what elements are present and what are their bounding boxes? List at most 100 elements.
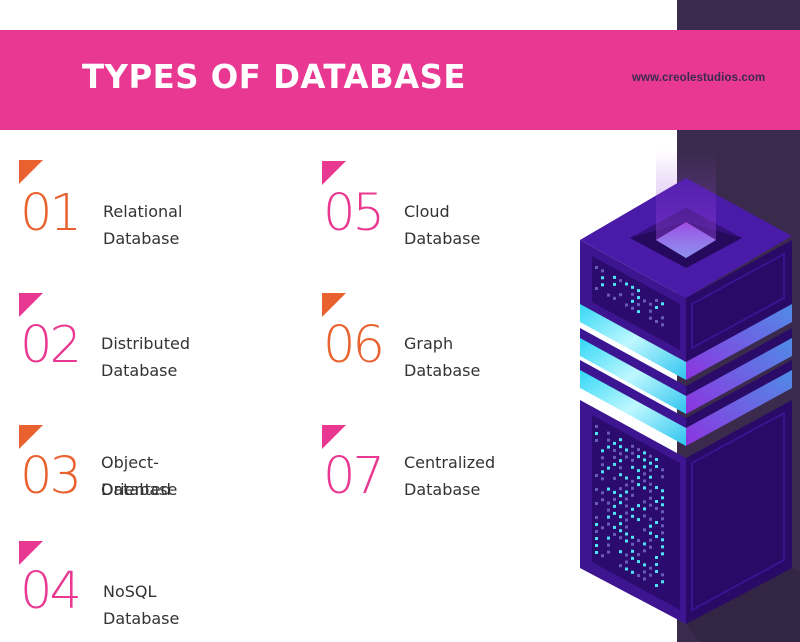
led-dot — [637, 303, 640, 307]
led-dot — [595, 537, 598, 540]
led-dot — [619, 529, 622, 533]
led-dot — [613, 462, 616, 466]
led-dot — [649, 503, 652, 507]
led-dot — [613, 476, 616, 480]
led-dot — [643, 542, 646, 546]
led-dot — [613, 275, 616, 279]
led-dot — [625, 303, 628, 307]
led-dot — [655, 486, 658, 489]
led-dot — [595, 530, 598, 533]
led-dot — [631, 542, 634, 546]
led-dot — [643, 472, 646, 476]
led-dot — [655, 320, 658, 323]
led-dot — [655, 465, 658, 468]
led-dot — [649, 573, 652, 577]
led-dot — [643, 486, 646, 490]
led-dot — [637, 518, 640, 522]
led-dot — [601, 276, 604, 280]
led-dot — [655, 570, 658, 573]
led-dot — [607, 515, 610, 519]
led-dot — [625, 511, 628, 515]
led-dot — [655, 535, 658, 538]
led-dot — [613, 504, 616, 508]
led-dot — [643, 549, 646, 553]
led-dot — [643, 465, 646, 469]
led-dot — [619, 452, 622, 456]
led-dot — [625, 476, 628, 480]
led-dot — [613, 296, 616, 300]
led-dot — [601, 449, 604, 453]
led-dot — [619, 487, 622, 491]
led-dot — [655, 458, 658, 461]
led-dot — [631, 451, 634, 455]
led-dot — [649, 538, 652, 542]
led-dot — [661, 573, 664, 577]
led-dot — [619, 438, 622, 442]
led-dot — [649, 468, 652, 472]
led-dot — [607, 438, 610, 442]
led-dot — [631, 493, 634, 497]
led-dot — [661, 503, 664, 507]
led-dot — [613, 441, 616, 445]
led-dot — [649, 496, 652, 500]
item-number: 01 — [20, 184, 82, 243]
led-dot — [595, 523, 598, 526]
led-dot — [613, 282, 616, 286]
item-label-line2: Database — [101, 480, 178, 499]
led-dot — [643, 479, 646, 483]
led-dot — [631, 285, 634, 289]
led-dot — [637, 574, 640, 578]
triangle-marker-icon — [19, 541, 43, 565]
led-dot — [625, 448, 628, 452]
led-dot — [655, 584, 658, 587]
led-dot — [595, 287, 598, 290]
led-dot — [649, 309, 652, 313]
server-upper-right-face — [686, 240, 792, 362]
led-dot — [637, 539, 640, 543]
item-number: 05 — [323, 184, 385, 243]
led-dot — [643, 563, 646, 567]
website-url: www.creolestudios.com — [632, 72, 766, 84]
led-dot — [601, 526, 604, 530]
led-dot — [619, 536, 622, 540]
led-dot — [637, 455, 640, 459]
led-dot — [595, 488, 598, 491]
led-dot — [613, 455, 616, 459]
led-dot — [661, 538, 664, 542]
led-dot — [643, 458, 646, 462]
led-dot — [661, 552, 664, 556]
led-dot — [607, 431, 610, 435]
led-dot — [595, 432, 598, 435]
led-dot — [631, 465, 634, 469]
led-dot — [649, 566, 652, 570]
led-dot — [655, 299, 658, 302]
led-dot — [661, 489, 664, 493]
led-dot — [607, 536, 610, 540]
led-dot — [601, 491, 604, 495]
item-label-line2: Database — [404, 480, 481, 499]
led-dot — [637, 469, 640, 473]
led-dot — [619, 473, 622, 477]
led-dot — [655, 563, 658, 566]
led-dot — [649, 545, 652, 549]
led-dot — [649, 531, 652, 535]
led-dot — [619, 293, 622, 297]
led-dot — [661, 545, 664, 549]
led-dot — [625, 455, 628, 459]
led-dot — [637, 310, 640, 314]
led-dot — [631, 556, 634, 560]
led-dot — [595, 502, 598, 505]
led-dot — [643, 500, 646, 504]
led-dot — [625, 490, 628, 494]
led-dot — [655, 306, 658, 309]
led-dot — [661, 323, 664, 327]
led-dot — [619, 564, 622, 568]
led-dot — [625, 518, 628, 522]
led-dot — [625, 282, 628, 286]
led-dot — [607, 293, 610, 297]
led-dot — [643, 514, 646, 518]
triangle-marker-icon — [322, 161, 346, 185]
server-shadow — [686, 568, 800, 642]
led-dot — [595, 516, 598, 519]
triangle-marker-icon — [322, 425, 346, 449]
